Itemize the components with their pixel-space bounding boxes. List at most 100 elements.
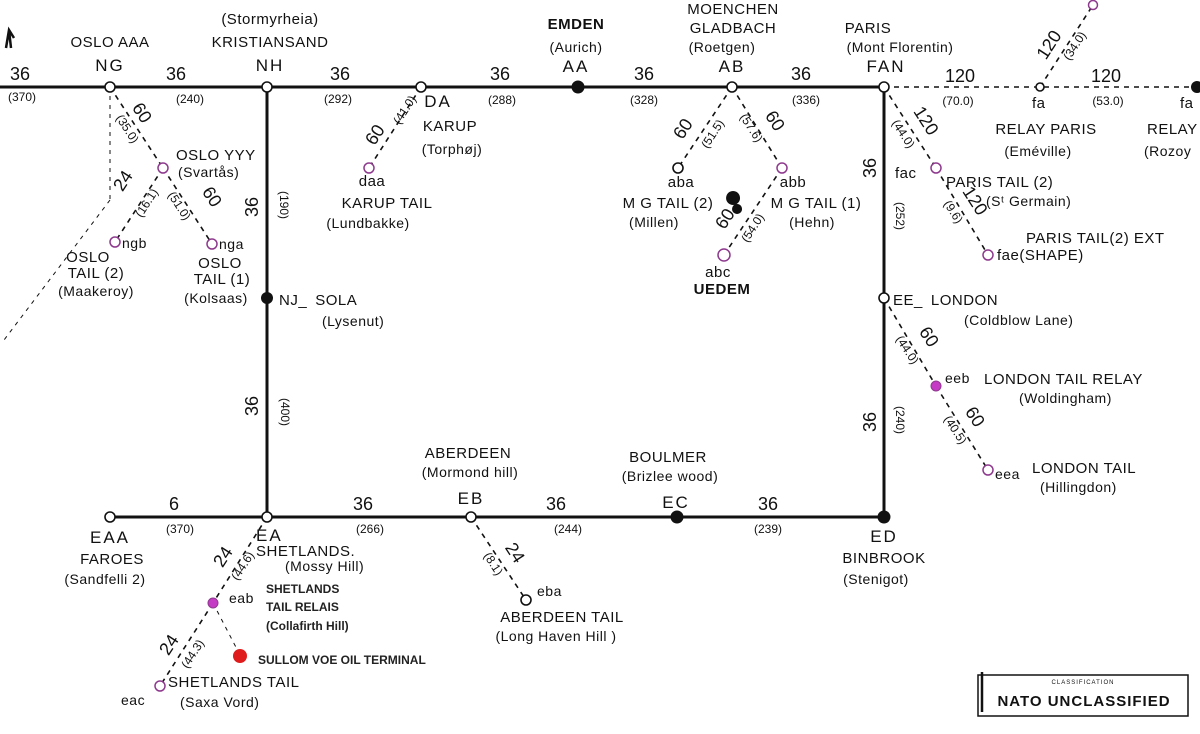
aa-ab-channels: 36 — [634, 64, 654, 84]
node-da — [415, 81, 427, 93]
node-ec — [670, 510, 684, 524]
ea-eab-channels: 24 — [209, 543, 237, 571]
fa1-fa2-channels: 120 — [1091, 66, 1121, 86]
node-eac — [154, 680, 166, 692]
eba-site: (Long Haven Hill ) — [495, 628, 616, 644]
eb-eba-distance: (8.1) — [481, 550, 506, 578]
eb-ec-distance: (244) — [554, 522, 582, 536]
fa1-fa2-distance: (53.0) — [1092, 94, 1123, 108]
fac-distance: (44.0) — [889, 117, 918, 151]
aba-name: M G TAIL (2) — [623, 195, 714, 212]
fae-code-site: fae(SHAPE) — [997, 247, 1084, 264]
nh-name: KRISTIANSAND — [212, 34, 329, 51]
fa1-name: RELAY PARIS — [995, 121, 1096, 138]
eba-code: eba — [537, 583, 562, 599]
da-site: (Torphøj) — [422, 141, 483, 157]
abc-code: abc — [705, 264, 731, 281]
node-fan — [878, 81, 890, 93]
eab-name-1: SHETLANDS — [266, 582, 339, 596]
west-channels: 36 — [10, 64, 30, 84]
node-ngb — [109, 236, 121, 248]
eb-eba-channels: 24 — [501, 539, 529, 567]
ee-site: (Coldblow Lane) — [964, 312, 1073, 328]
fa2-code: fa — [1180, 95, 1194, 112]
eb-code: EB — [458, 489, 485, 508]
daa-site: (Lundbakke) — [326, 215, 409, 231]
ea-name: SHETLANDS. — [256, 543, 355, 560]
fae-name: PARIS TAIL(2) EXT — [1026, 230, 1165, 247]
oil-terminal-dashed-line — [212, 602, 241, 656]
fa2-site: (Rozoy — [1144, 143, 1191, 159]
node-daa — [363, 162, 375, 174]
oslo-yyy-name: OSLO YYY — [176, 147, 256, 164]
eeb-code: eeb — [945, 370, 970, 386]
north-arrow-icon — [4, 26, 16, 49]
ab-name-1: MOENCHEN — [687, 1, 779, 18]
abc-dashed-line — [723, 167, 783, 256]
fan-fa1-distance: (70.0) — [942, 94, 973, 108]
nga-channels: 60 — [198, 183, 226, 211]
daa-name: KARUP TAIL — [342, 195, 433, 212]
ab-code: AB — [719, 57, 746, 76]
ngb-code: ngb — [122, 235, 147, 251]
node-ng — [104, 81, 116, 93]
ab-fan-channels: 36 — [791, 64, 811, 84]
links — [0, 4, 1200, 687]
nodes — [104, 0, 1200, 692]
ee-ed-distance: (240) — [893, 406, 907, 434]
oslo-west-dashed-line-2 — [3, 199, 111, 341]
abb-code: abb — [780, 174, 807, 191]
aa-name: EMDEN — [548, 16, 605, 33]
eaa-name: FAROES — [80, 551, 144, 568]
ea-code: EA — [256, 526, 283, 545]
eeb-eea-channels: 60 — [961, 403, 989, 431]
ngb-dashed-line — [114, 167, 164, 243]
node-fac — [930, 162, 942, 174]
north-relay-distance: (34.0) — [1060, 29, 1089, 63]
oslo-yyy-dashed-line — [109, 86, 164, 169]
node-nj — [261, 292, 273, 304]
ee-eeb-channels: 60 — [915, 323, 943, 351]
node-eb — [465, 511, 477, 523]
eaa-ea-distance: (370) — [166, 522, 194, 536]
eb-site: (Mormond hill) — [422, 464, 518, 480]
nj-ea-distance: (400) — [278, 398, 292, 426]
fan-ee-distance: (252) — [893, 202, 907, 230]
node-oil-terminal — [233, 649, 247, 663]
eaa-site: (Sandfelli 2) — [64, 571, 145, 587]
node-fa-1 — [1035, 82, 1045, 92]
ngb-name-2: TAIL (2) — [68, 265, 125, 282]
eab-eac-channels: 24 — [155, 631, 183, 659]
eab-site: (Collafirth Hill) — [266, 619, 349, 633]
node-ee — [878, 292, 890, 304]
aa-ab-distance: (328) — [630, 93, 658, 107]
node-eeb — [930, 380, 942, 392]
nh-da-channels: 36 — [330, 64, 350, 84]
node-ed — [877, 510, 891, 524]
eab-code: eab — [229, 590, 254, 606]
eeb-dashed-line — [883, 297, 937, 387]
ng-nh-distance: (240) — [176, 92, 204, 106]
node-fa-2 — [1191, 81, 1200, 93]
da-name: KARUP — [423, 118, 477, 135]
oil-terminal-name: SULLOM VOE OIL TERMINAL — [258, 653, 426, 667]
node-abb — [776, 162, 788, 174]
fac-dashed-line — [883, 86, 937, 169]
eac-code: eac — [121, 692, 145, 708]
ea-eb-channels: 36 — [353, 494, 373, 514]
eaa-ea-channels: 6 — [169, 494, 179, 514]
ee-ed-channels: 36 — [860, 412, 880, 432]
da-aa-channels: 36 — [490, 64, 510, 84]
node-eaa — [104, 511, 116, 523]
abc-name: UEDEM — [694, 281, 751, 298]
ab-fan-distance: (336) — [792, 93, 820, 107]
ng-nh-channels: 36 — [166, 64, 186, 84]
eea-site: (Hillingdon) — [1040, 479, 1117, 495]
ink-blot — [726, 191, 743, 214]
fae-distance: (9.6) — [941, 198, 966, 226]
ee-eeb-distance: (44.0) — [893, 333, 922, 367]
fac-channels: 120 — [909, 103, 942, 139]
aba-site: (Millen) — [629, 214, 679, 230]
ec-ed-channels: 36 — [758, 494, 778, 514]
da-code: DA — [424, 92, 452, 111]
